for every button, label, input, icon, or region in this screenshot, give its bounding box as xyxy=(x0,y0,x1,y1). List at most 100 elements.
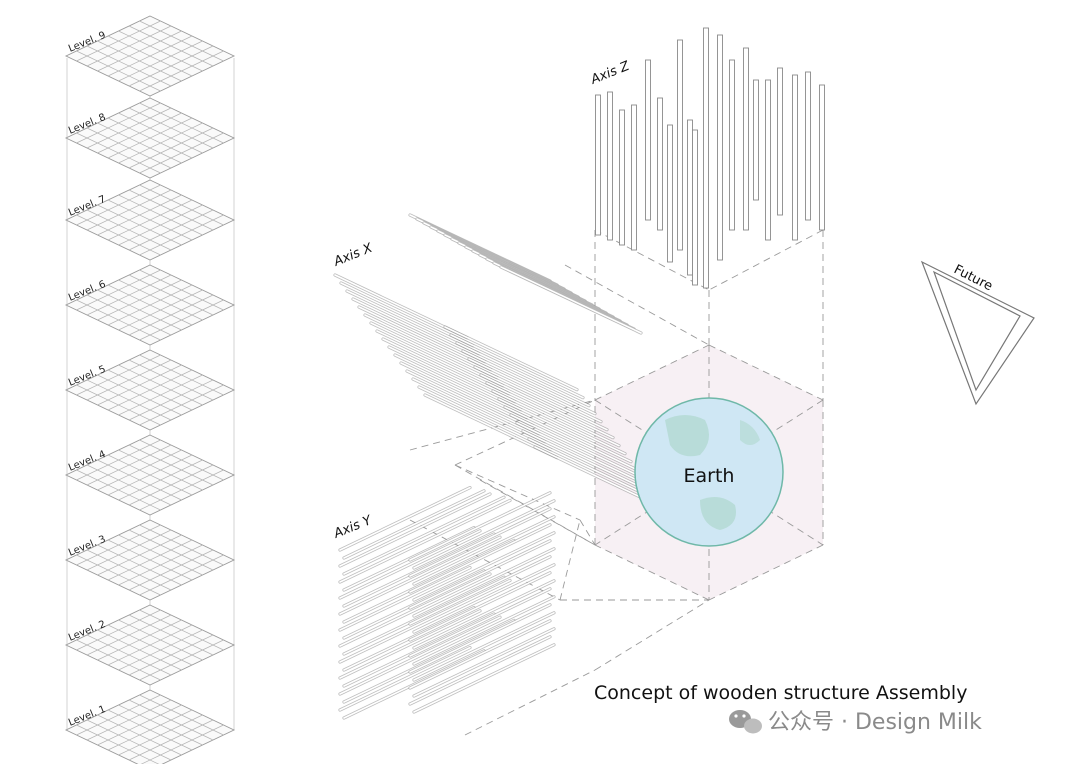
axis-z-stick xyxy=(703,27,709,289)
axis-z-stick xyxy=(819,84,825,231)
projection-dashed-line xyxy=(708,344,824,401)
axis-y-stick-core xyxy=(339,646,471,711)
axis-x-stick-core xyxy=(456,342,590,407)
axis-y-stick-core xyxy=(413,627,555,697)
slab-grid-line xyxy=(139,214,224,256)
axis-y-stick-core xyxy=(339,529,481,599)
axis-x-stick-core xyxy=(474,366,608,431)
slab-grid-line xyxy=(76,554,161,596)
axis-z-label: Axis Z xyxy=(588,58,633,88)
continent-shape xyxy=(700,496,736,530)
axis-y-stick-core xyxy=(339,609,481,679)
slab-grid-line xyxy=(139,639,224,681)
slab-grid-line xyxy=(97,374,182,416)
projection-dashed-line xyxy=(594,599,710,671)
continent-shape xyxy=(740,420,760,445)
slab-grid-line xyxy=(128,45,214,87)
axis-z-stick xyxy=(687,119,693,276)
diagram-title: Concept of wooden structure Assembly xyxy=(594,682,967,704)
projection-dashed-line xyxy=(594,344,710,401)
axis-y-stick-core xyxy=(413,595,555,665)
triangle-outer xyxy=(920,260,1035,406)
future-label: Future xyxy=(951,262,995,294)
slab-grid-line xyxy=(107,284,193,326)
slab-grid-line xyxy=(118,629,203,671)
axis-x-stick-core xyxy=(486,382,620,447)
slab-grid-line xyxy=(128,464,214,506)
slab-grid-line xyxy=(107,35,193,77)
slab-grid-line xyxy=(97,459,182,501)
projection-dashed-line xyxy=(708,544,824,601)
triangle-inner xyxy=(932,270,1021,392)
slab-grid-line xyxy=(118,122,203,164)
slab-grid-line xyxy=(76,384,161,426)
axis-y-stick-core xyxy=(339,573,491,647)
axis-y-stick-core xyxy=(409,635,551,705)
axis-y-stick-core xyxy=(413,531,555,601)
slab-grid-line xyxy=(128,549,214,591)
earth-group: Earth xyxy=(634,397,784,547)
slab-grid-line xyxy=(76,50,161,92)
level-slab: Level. 8 xyxy=(64,97,236,179)
projection-dashed-line xyxy=(594,544,710,601)
axis-x-stick-core xyxy=(522,430,656,495)
slab-grid-line xyxy=(107,624,193,666)
axis-x-stick-core xyxy=(492,390,626,455)
axis-x-stick-core xyxy=(444,326,578,391)
axis-y-stick-core xyxy=(409,571,551,641)
axis-z-stick xyxy=(631,104,637,251)
axis-x-stick-core xyxy=(462,350,596,415)
axis-y-sticks xyxy=(338,486,556,720)
axis-z-stick xyxy=(607,91,613,241)
slab-grid-line xyxy=(86,379,172,421)
projection-dashed-line xyxy=(594,229,710,291)
projection-dashed-line xyxy=(559,519,581,601)
slab-grid-line xyxy=(97,40,182,82)
projection-dashed-line xyxy=(564,264,710,346)
slab-grid-line xyxy=(107,709,193,751)
slab-grid-line xyxy=(86,209,172,251)
slab-grid-line xyxy=(128,209,214,251)
slab-grid-line xyxy=(86,294,172,336)
slab-grid-line xyxy=(86,549,172,591)
axis-x-sticks xyxy=(333,213,669,512)
axis-x-stick-core xyxy=(510,414,644,479)
projection-dashed-line xyxy=(454,464,581,521)
slab-grid-line xyxy=(86,45,172,87)
projection-dashed-line xyxy=(479,479,596,546)
level-slab: Level. 1 xyxy=(64,689,236,764)
axis-y-stick-core xyxy=(413,515,555,585)
slab-grid-line xyxy=(140,724,224,764)
projection-dashed-line xyxy=(409,519,561,601)
axis-z-stick xyxy=(792,74,798,241)
slab-grid-line xyxy=(118,40,203,82)
axis-z-stick xyxy=(777,67,783,216)
axis-y-stick-core xyxy=(339,566,471,631)
axis-z-stick xyxy=(765,79,771,241)
slab-grid-line xyxy=(139,469,224,511)
axis-z-stick xyxy=(729,59,735,231)
slab-grid-line xyxy=(86,464,172,506)
axis-z-stick xyxy=(717,34,723,261)
projection-dashed-line xyxy=(579,519,596,546)
slab-grid-line xyxy=(128,294,214,336)
axis-z-sticks xyxy=(595,27,825,289)
axis-y-stick-core xyxy=(409,587,551,657)
slab-grid-line xyxy=(107,117,193,159)
axis-z-stick xyxy=(677,39,683,251)
slab-grid-line xyxy=(97,204,182,246)
axis-y-stick-core xyxy=(339,579,511,663)
axis-y-stick-core xyxy=(343,496,505,575)
continent-shape xyxy=(665,415,709,457)
axis-y-stick-core xyxy=(409,619,551,689)
axis-z-stick xyxy=(805,71,811,221)
axis-y-stick-core xyxy=(409,507,551,577)
axis-z-stick xyxy=(595,94,601,236)
axis-y-stick-core xyxy=(409,539,551,609)
axis-y-stick-core xyxy=(339,616,501,695)
slab-grid-line xyxy=(97,544,182,586)
projection-dashed-line xyxy=(454,464,596,546)
axis-y-stick-core xyxy=(339,536,501,615)
axis-y-stick-core xyxy=(409,491,551,561)
